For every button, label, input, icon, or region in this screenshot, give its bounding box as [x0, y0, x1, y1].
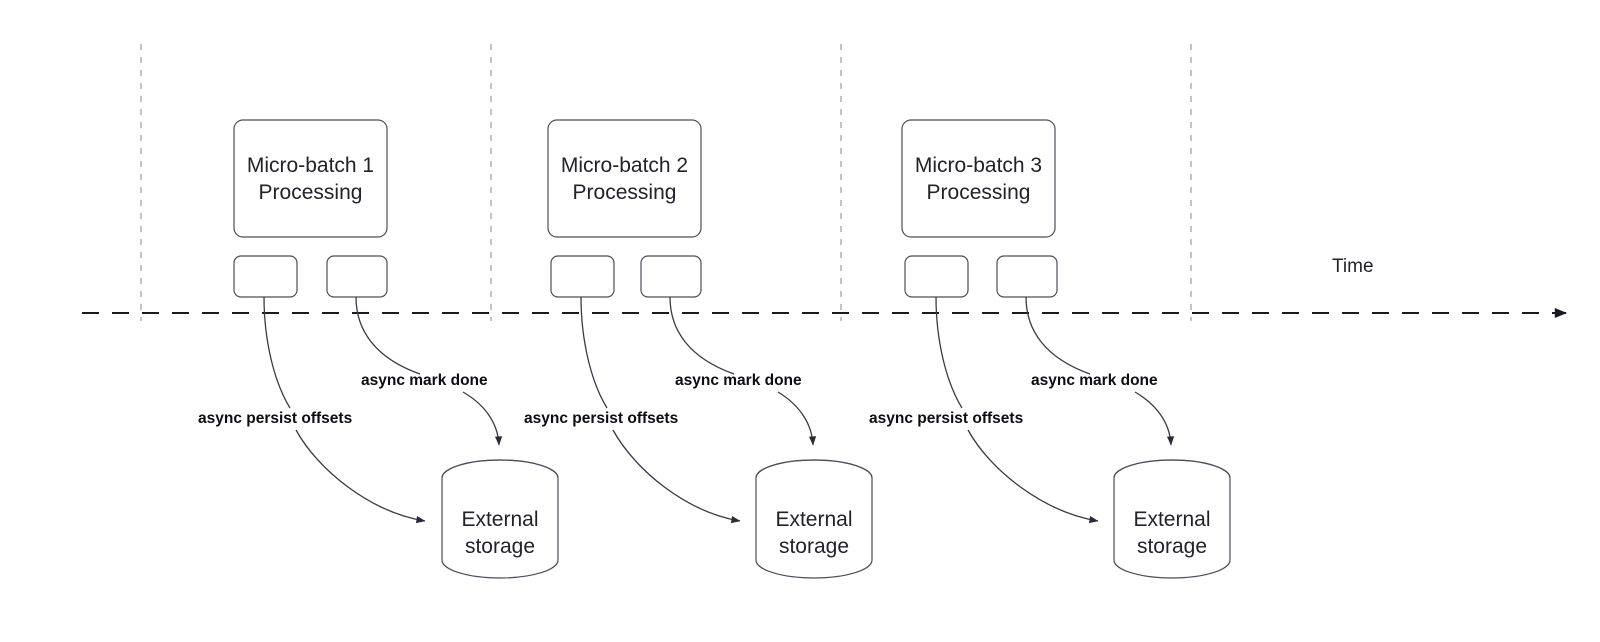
micro-batch-3-process-label: Micro-batch 3 Processing — [902, 152, 1055, 206]
micro-batch-2-persist-offsets-label: async persist offsets — [524, 410, 679, 427]
micro-batch-3-persist-offsets-edge-upper — [935, 296, 963, 409]
micro-batch-2-process-box[interactable] — [547, 119, 702, 238]
time-axis-label: Time — [1332, 256, 1374, 277]
micro-batch-3-persist-offsets-edge-lower — [967, 429, 1099, 524]
micro-batch-3-mark-done-edge-lower — [1134, 391, 1175, 446]
micro-batch-2-process-label-line1: Micro-batch 2 — [560, 154, 689, 177]
micro-batch-1-shapes — [233, 119, 559, 579]
micro-batch-1-cylinder-top-ellipse — [441, 459, 559, 479]
micro-batch-2-task-box-2[interactable] — [640, 255, 702, 298]
micro-batch-3-mark-done-edge-upper — [1025, 296, 1091, 375]
micro-batch-3-process-label-line2: Processing — [926, 181, 1031, 204]
micro-batch-3-persist-offsets-label: async persist offsets — [869, 410, 1024, 427]
micro-batch-2-mark-done-edge-lower — [777, 391, 817, 446]
micro-batch-2-process-label-line2: Processing — [572, 181, 677, 204]
micro-batch-2-process-label: Micro-batch 2 Processing — [548, 152, 701, 206]
micro-batch-3-mark-done-label: async mark done — [1031, 372, 1158, 389]
micro-batch-2-task-box-1[interactable] — [550, 255, 615, 298]
micro-batch-1-storage-label-line2: storage — [464, 535, 536, 558]
micro-batch-1-storage-label: External storage — [442, 506, 558, 560]
micro-batch-2-storage-label-line2: storage — [778, 535, 850, 558]
micro-batch-3-storage-label-line2: storage — [1136, 535, 1208, 558]
micro-batch-1-task-box-1[interactable] — [233, 255, 298, 298]
micro-batch-3-task-box-2[interactable] — [996, 255, 1058, 298]
micro-batch-1-mark-done-edge-lower — [462, 391, 503, 446]
micro-batch-1-process-box[interactable] — [233, 119, 388, 238]
micro-batch-2-storage-label: External storage — [756, 506, 872, 560]
micro-batch-1-process-label-line2: Processing — [258, 181, 363, 204]
micro-batch-1-mark-done-label: async mark done — [361, 372, 488, 389]
micro-batch-1-task-box-2[interactable] — [326, 255, 388, 298]
micro-batch-3-storage-label-line1: External — [1133, 508, 1211, 531]
micro-batch-3-storage-label: External storage — [1114, 506, 1230, 560]
micro-batch-1-persist-offsets-edge-lower — [295, 429, 426, 524]
micro-batch-2-storage-label-line1: External — [775, 508, 853, 531]
micro-batch-1-mark-done-edge-upper — [355, 296, 421, 375]
micro-batch-2-mark-done-label: async mark done — [675, 372, 802, 389]
micro-batch-3-cylinder-top-ellipse — [1113, 459, 1231, 479]
micro-batch-2-persist-offsets-edge-upper — [580, 296, 608, 409]
micro-batch-1-persist-offsets-label: async persist offsets — [198, 410, 353, 427]
micro-batch-2-cylinder-top-ellipse — [755, 459, 873, 479]
micro-batch-1-persist-offsets-edge-upper — [263, 296, 291, 409]
micro-batch-1-storage-label-line1: External — [461, 508, 539, 531]
micro-batch-2-mark-done-edge-upper — [669, 296, 735, 375]
micro-batch-3-task-box-1[interactable] — [904, 255, 969, 298]
micro-batch-3-process-box[interactable] — [901, 119, 1056, 238]
micro-batch-2-persist-offsets-edge-lower — [612, 429, 741, 524]
micro-batch-3-process-label-line1: Micro-batch 3 — [914, 154, 1043, 177]
micro-batch-1-process-label-line1: Micro-batch 1 — [246, 154, 375, 177]
micro-batch-1-process-label: Micro-batch 1 Processing — [234, 152, 387, 206]
micro-batch-3-shapes — [901, 119, 1231, 579]
micro-batch-2-shapes — [547, 119, 873, 579]
